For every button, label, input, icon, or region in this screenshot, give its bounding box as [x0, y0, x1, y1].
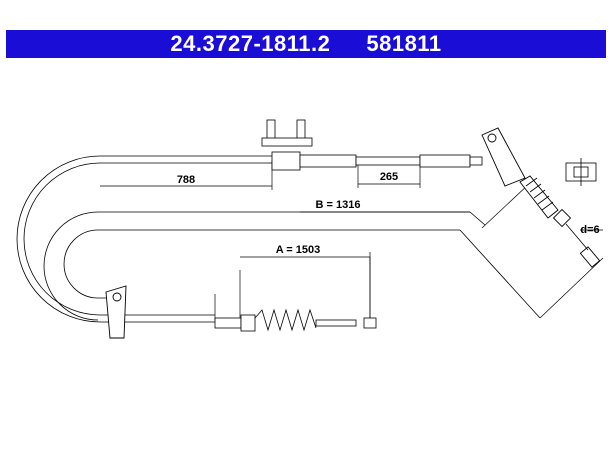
bottom-sleeve-1 [214, 317, 242, 329]
bolt-right [296, 119, 306, 141]
loop-inner-line [469, 211, 486, 226]
sleeve-2 [299, 154, 357, 168]
bellow-ridge [533, 189, 546, 199]
bottom-sleeve-3 [315, 319, 357, 327]
left-bracket-hole [112, 292, 122, 302]
loop-inner-line-2 [459, 229, 541, 319]
right-cable-tail [565, 223, 589, 251]
dim-a-label: A = 1503 [276, 244, 321, 256]
bottom-bellow [254, 308, 317, 332]
dim-265-label: 265 [380, 171, 398, 183]
bracket-hole [487, 133, 497, 143]
right-end-fitting [579, 246, 601, 268]
sleeve-3 [355, 156, 421, 166]
bellow-ridge [537, 195, 550, 205]
cable-outer-line [16, 155, 272, 323]
dim-788-label: 788 [177, 174, 195, 186]
reference-number: 581811 [366, 31, 442, 56]
a-dimension-loop [63, 229, 460, 299]
title-bar: 24.3727-1811.2 581811 [6, 30, 606, 58]
part-number: 24.3727-1811.2 [170, 31, 331, 56]
right-end-sleeve [552, 208, 572, 228]
sleeve-4 [419, 154, 471, 168]
bottom-sleeve-2 [240, 314, 256, 332]
dim-diag-long [539, 257, 604, 319]
dim-d-label: d=6 [580, 224, 599, 236]
bolt-left [266, 119, 276, 141]
right-bracket [481, 127, 526, 187]
sleeve-5 [469, 156, 483, 166]
bracket-plate [261, 137, 313, 147]
bellow-ridge [529, 183, 542, 193]
dim-b-diag [481, 182, 531, 229]
bellow-ridge [525, 177, 538, 187]
bellow-ridge [541, 201, 554, 211]
right-bellow [519, 175, 559, 219]
b-dimension-loop [43, 211, 470, 321]
bottom-end-fitting [363, 317, 377, 329]
dim-b-label: B = 1316 [316, 199, 361, 211]
sleeve-1 [271, 151, 301, 171]
cable-inner-line [23, 162, 272, 316]
left-bracket [105, 285, 127, 339]
